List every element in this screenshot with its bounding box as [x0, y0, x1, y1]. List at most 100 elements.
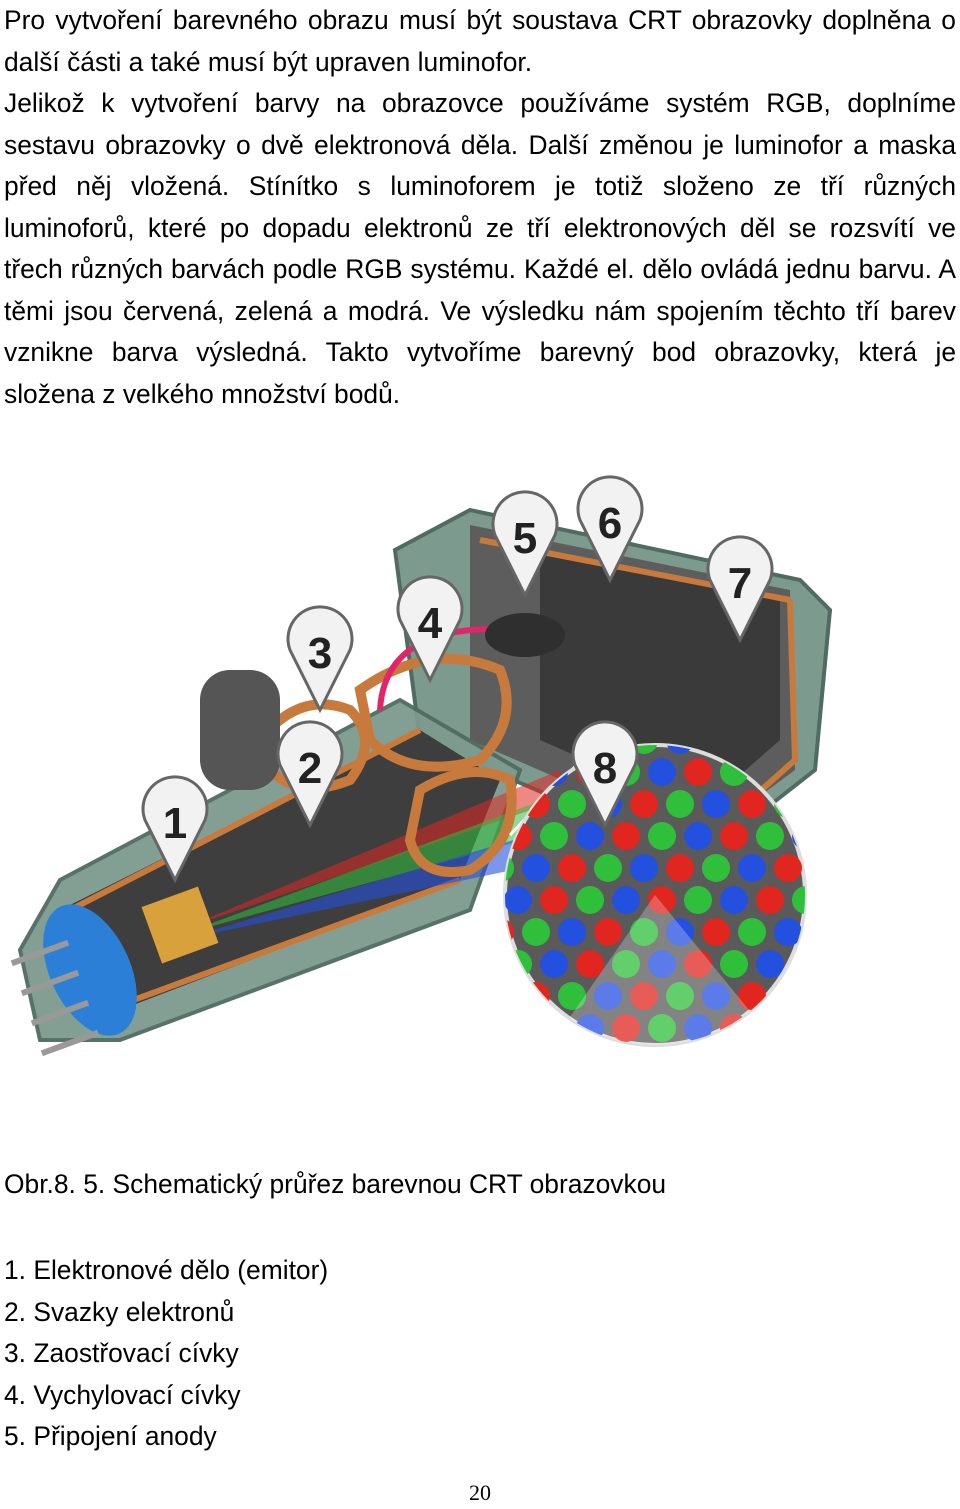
text-line: luminoforů, které po dopadu elektronů ze… [4, 212, 956, 243]
phosphor-dot [505, 918, 514, 946]
marker-4: 4 [396, 575, 464, 684]
legend-item: 2. Svazky elektronů [4, 1296, 235, 1327]
marker-7: 7 [706, 535, 774, 644]
phosphor-dot [612, 886, 640, 914]
phosphor-dot [756, 1014, 784, 1042]
phosphor-dot [702, 854, 730, 882]
text-line: těmi jsou červená, zelená a modrá. Ve vý… [4, 295, 956, 326]
phosphor-dot [648, 822, 676, 850]
phosphor-dot [576, 822, 604, 850]
phosphor-dot [756, 822, 784, 850]
phosphor-dot [684, 758, 712, 786]
phosphor-dot [666, 918, 694, 946]
phosphor-dot [774, 982, 802, 1010]
phosphor-dot [792, 950, 805, 978]
phosphor-dot [648, 1014, 676, 1042]
phosphor-dot [505, 982, 514, 1010]
text-line: vznikne barva výsledná. Takto vytvoříme … [4, 337, 956, 367]
phosphor-dot [594, 918, 622, 946]
phosphor-dot [702, 918, 730, 946]
phosphor-dot [666, 982, 694, 1010]
marker-3: 3 [286, 605, 354, 714]
phosphor-dot [505, 950, 532, 978]
phosphor-dot [684, 822, 712, 850]
phosphor-dot [738, 790, 766, 818]
crt-cross-section-figure: 1 2 3 4 5 6 7 [0, 440, 960, 1150]
phosphor-dot [505, 886, 532, 914]
phosphor-dot [630, 854, 658, 882]
text-line: sestavu obrazovky o dvě elektronová děla… [4, 129, 956, 160]
phosphor-dot [540, 886, 568, 914]
text-line: třech různých barvách podle RGB systému.… [4, 254, 956, 284]
phosphor-dot [612, 1014, 640, 1042]
phosphor-dot [720, 822, 748, 850]
svg-text:4: 4 [418, 599, 443, 648]
svg-text:2: 2 [298, 744, 322, 793]
phosphor-dot [666, 854, 694, 882]
phosphor-dot [666, 790, 694, 818]
phosphor-dot [702, 982, 730, 1010]
phosphor-dot [612, 950, 640, 978]
phosphor-dot [630, 982, 658, 1010]
phosphor-dot [774, 918, 802, 946]
figure-legend: 1. Elektronové dělo (emitor) 2. Svazky e… [4, 1250, 328, 1458]
marker-5: 5 [491, 490, 559, 599]
phosphor-dot [738, 982, 766, 1010]
phosphor-dot [720, 950, 748, 978]
phosphor-dot [558, 982, 586, 1010]
phosphor-dot [576, 950, 604, 978]
phosphor-dot [720, 886, 748, 914]
marker-2: 2 [276, 720, 344, 829]
phosphor-dot [540, 822, 568, 850]
phosphor-dot [756, 886, 784, 914]
phosphor-dot [594, 982, 622, 1010]
phosphor-dot [630, 918, 658, 946]
phosphor-dot [594, 854, 622, 882]
legend-item: 1. Elektronové dělo (emitor) [4, 1255, 329, 1285]
tube-base [10, 886, 219, 1057]
legend-item: 4. Vychylovací cívky [4, 1379, 241, 1410]
phosphor-dot [648, 950, 676, 978]
legend-item: 3. Zaostřovací cívky [4, 1338, 239, 1368]
phosphor-dot [684, 1014, 712, 1042]
text-line: další části a také musí být upraven lumi… [4, 46, 533, 77]
phosphor-dot [792, 886, 805, 914]
svg-text:7: 7 [728, 559, 752, 608]
phosphor-dot [684, 950, 712, 978]
phosphor-dot [540, 1014, 568, 1042]
phosphor-dot [630, 790, 658, 818]
marker-6: 6 [576, 475, 644, 584]
electron-beams [180, 770, 580, 940]
phosphor-dot [756, 950, 784, 978]
callout-markers: 1 2 3 4 5 6 7 [141, 475, 774, 884]
legend-item: 5. Připojení anody [4, 1421, 217, 1451]
svg-text:8: 8 [593, 744, 617, 793]
phosphor-dot [792, 822, 805, 850]
phosphor-dot [738, 854, 766, 882]
text-line: složena z velkého množství bodů. [4, 378, 401, 409]
phosphor-dot [702, 790, 730, 818]
phosphor-dot [774, 854, 802, 882]
phosphor-dot [558, 918, 586, 946]
phosphor-dot [522, 918, 550, 946]
phosphor-dot [648, 886, 676, 914]
phosphor-dot [648, 758, 676, 786]
figure-caption: Obr.8. 5. Schematický průřez barevnou CR… [4, 1169, 667, 1199]
phosphor-dot [684, 886, 712, 914]
phosphor-dot [612, 822, 640, 850]
marker-8: 8 [571, 720, 639, 829]
phosphor-dot [540, 950, 568, 978]
phosphor-dot [576, 886, 604, 914]
text-line: Pro vytvoření barevného obrazu musí být … [4, 5, 956, 35]
svg-text:3: 3 [308, 629, 332, 678]
text-line: Jelikož k vytvoření barvy na obrazovce p… [4, 88, 956, 118]
phosphor-dot [522, 854, 550, 882]
svg-text:6: 6 [598, 499, 622, 548]
phosphor-dot [558, 790, 586, 818]
phosphor-dot [505, 1014, 532, 1042]
svg-text:1: 1 [163, 799, 187, 848]
marker-1: 1 [141, 775, 209, 884]
crt-illustration: 1 2 3 4 5 6 7 [10, 475, 833, 1057]
page-number: 20 [469, 1480, 491, 1505]
text-line: před něj vložená. Stínítko s luminoforem… [4, 171, 956, 201]
